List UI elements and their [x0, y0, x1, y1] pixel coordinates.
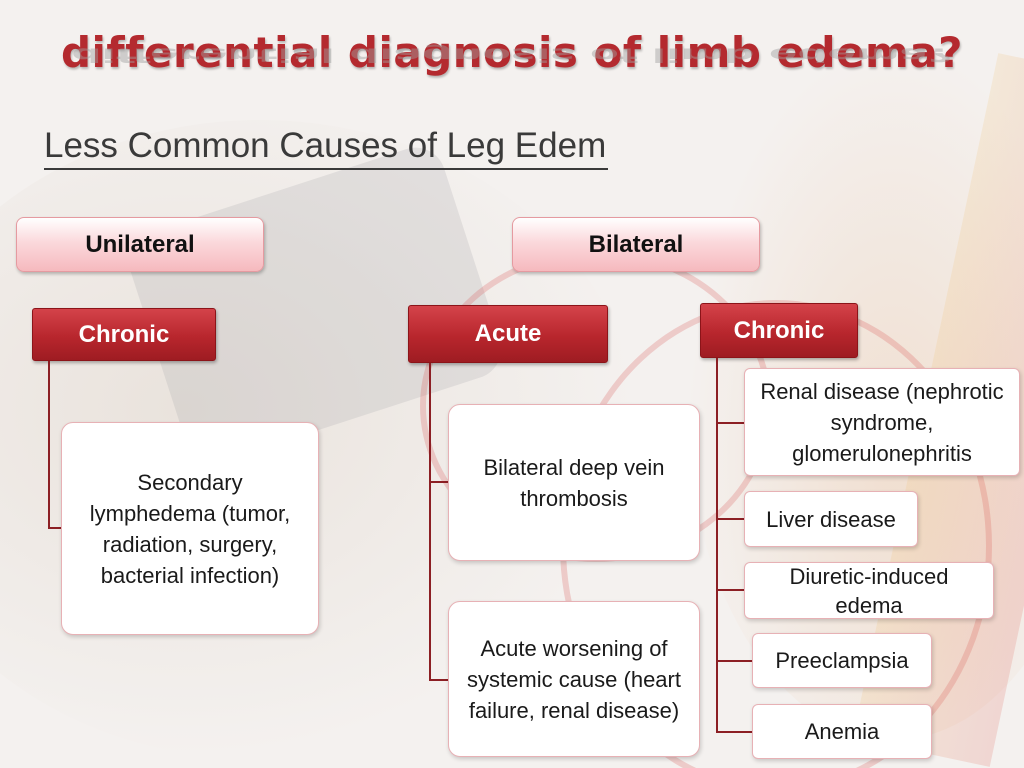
unilateral-box: Unilateral [16, 217, 264, 272]
acute-worsening-box: Acute worsening of systemic cause (heart… [448, 601, 700, 757]
bilateral-box: Bilateral [512, 217, 760, 272]
slide-title: differential diagnosis of limb edema? [60, 28, 964, 77]
bilateral-dvt-box: Bilateral deep vein thrombosis [448, 404, 700, 561]
bilateral-chronic-box: Chronic [700, 303, 858, 358]
liver-disease-box: Liver disease [744, 491, 918, 547]
diuretic-induced-edema-box: Diuretic-induced edema [744, 562, 994, 619]
slide-subtitle: Less Common Causes of Leg Edem [44, 124, 609, 170]
renal-disease-box: Renal disease (nephrotic syndrome, glome… [744, 368, 1020, 476]
preeclampsia-box: Preeclampsia [752, 633, 932, 688]
bilateral-acute-box: Acute [408, 305, 608, 363]
secondary-lymphedema-box: Secondary lymphedema (tumor, radiation, … [61, 422, 319, 635]
anemia-box: Anemia [752, 704, 932, 759]
unilateral-chronic-box: Chronic [32, 308, 216, 361]
